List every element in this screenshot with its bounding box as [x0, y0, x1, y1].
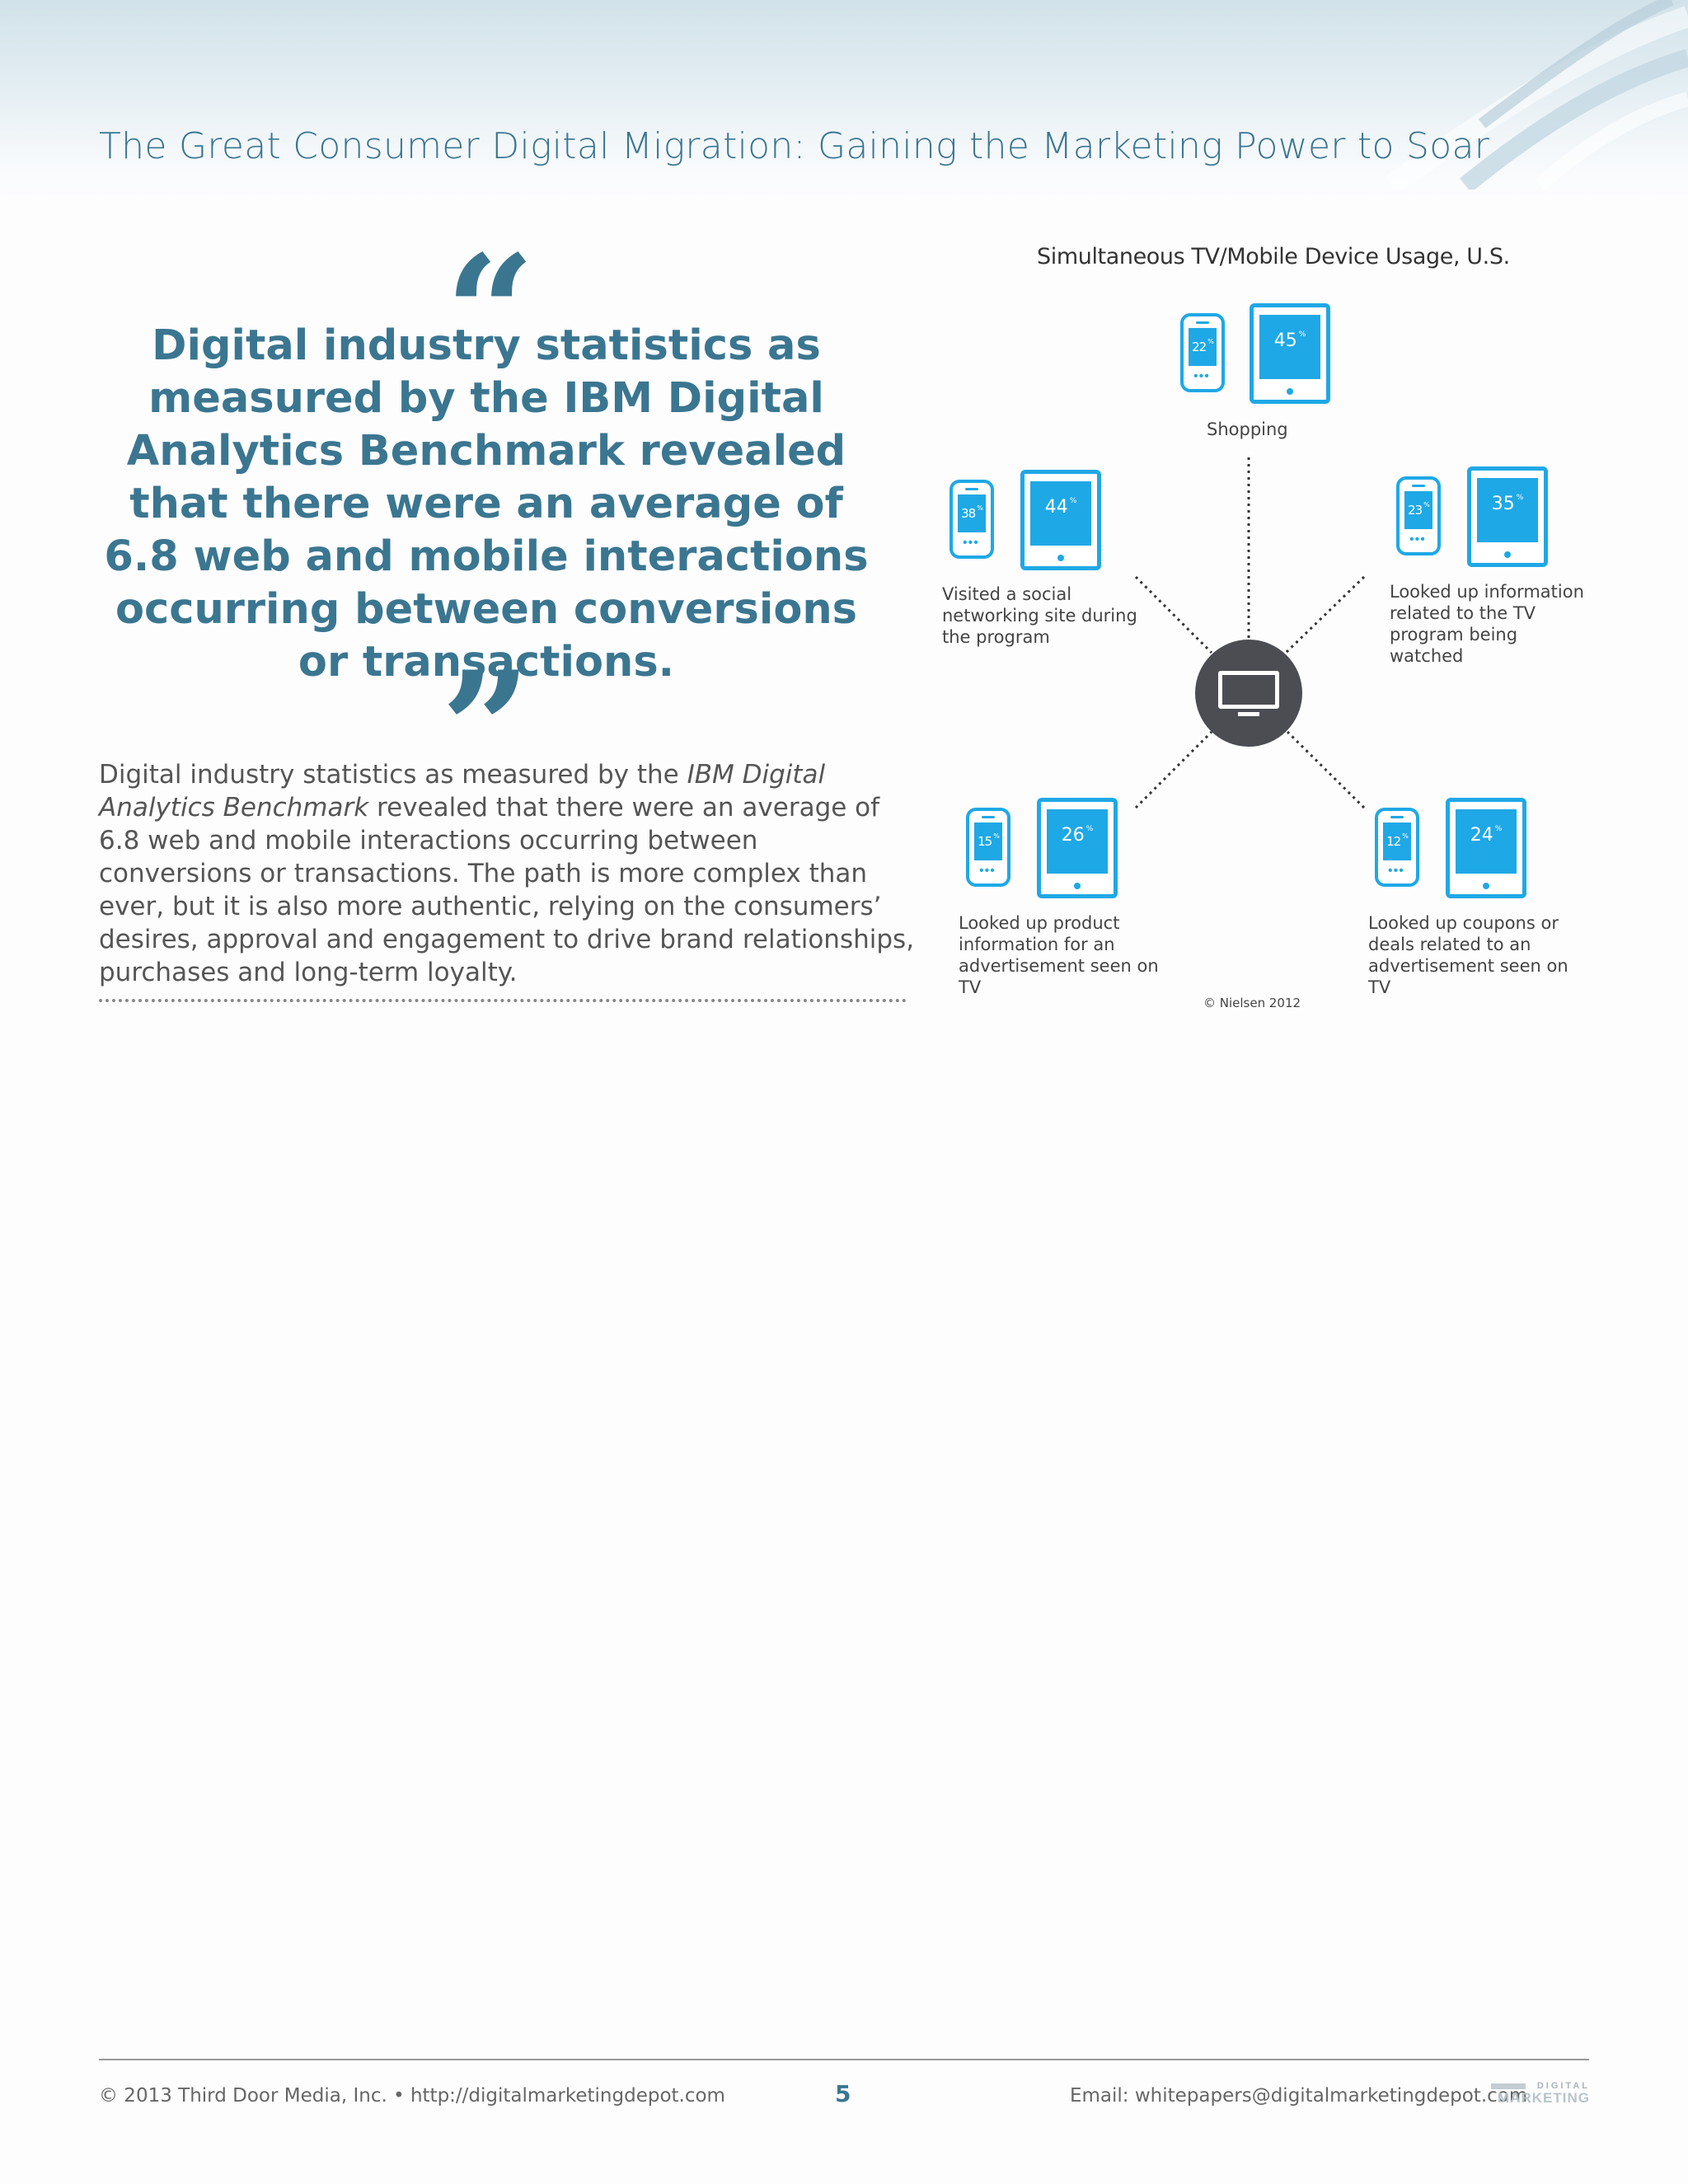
tablet-icon: 35% — [1467, 466, 1548, 567]
header-band — [0, 0, 1688, 198]
label-shopping: Shopping — [1207, 419, 1288, 439]
chart-title: Simultaneous TV/Mobile Device Usage, U.S… — [1037, 244, 1510, 269]
section-divider — [99, 999, 907, 1002]
footer-divider — [99, 2059, 1589, 2060]
tablet-icon: 44% — [1020, 470, 1101, 570]
spoke-product — [1134, 730, 1213, 809]
label-info: Looked up information related to the TV … — [1390, 582, 1584, 666]
smartphone-icon: 22% ••• — [1180, 313, 1225, 392]
header-swoosh-graphic — [1385, 0, 1688, 190]
tablet-icon: 24% — [1446, 798, 1526, 898]
tablet-icon: 45% — [1250, 303, 1330, 404]
chart-source: © Nielsen 2012 — [1203, 996, 1301, 1010]
smartphone-icon: 38% ••• — [950, 480, 994, 559]
phone-value: 12% — [1383, 823, 1411, 860]
tv-stand — [1238, 712, 1259, 716]
body-text-part2: revealed that there were an average of 6… — [99, 793, 915, 987]
tablet-value: 24% — [1456, 809, 1517, 874]
body-text-part1: Digital industry statistics as measured … — [99, 760, 687, 790]
close-quote-icon: ” — [441, 637, 532, 821]
smartphone-icon: 23% ••• — [1396, 476, 1441, 555]
pull-quote: Digital industry statistics as measured … — [104, 321, 869, 687]
tablet-value: 26% — [1047, 809, 1108, 874]
page-title: The Great Consumer Digital Migration: Ga… — [99, 125, 1490, 167]
spoke-coupons — [1286, 730, 1366, 809]
spoke-info — [1284, 575, 1366, 654]
smartphone-icon: 15% ••• — [966, 808, 1010, 887]
body-paragraph: Digital industry statistics as measured … — [99, 758, 915, 989]
tablet-value: 44% — [1030, 481, 1091, 546]
phone-value: 38% — [958, 494, 986, 532]
page-number: 5 — [835, 2080, 851, 2107]
open-quote-icon: “ — [445, 221, 536, 405]
body-text-emphasis: IBM Digital Analytics Benchmark — [99, 760, 826, 823]
label-coupons: Looked up coupons or deals related to an… — [1368, 913, 1568, 997]
tablet-icon: 26% — [1037, 798, 1118, 898]
smartphone-icon: 12% ••• — [1375, 808, 1419, 887]
spoke-social — [1134, 575, 1213, 654]
tablet-value: 35% — [1477, 478, 1538, 542]
footer-email[interactable]: Email: whitepapers@digitalmarketingdepot… — [1070, 2085, 1528, 2107]
footer-copyright[interactable]: © 2013 Third Door Media, Inc. • http://d… — [99, 2085, 725, 2107]
phone-value: 15% — [974, 823, 1002, 860]
label-product: Looked up product information for an adv… — [959, 913, 1159, 997]
tv-hub — [1195, 640, 1302, 747]
digital-marketing-logo: DIGITAL MARKETING — [1491, 2081, 1590, 2106]
tablet-value: 45% — [1259, 315, 1320, 379]
label-social: Visited a social networking site during … — [942, 584, 1137, 647]
phone-value: 22% — [1189, 328, 1217, 366]
tv-icon — [1218, 671, 1279, 709]
phone-value: 23% — [1404, 491, 1432, 529]
